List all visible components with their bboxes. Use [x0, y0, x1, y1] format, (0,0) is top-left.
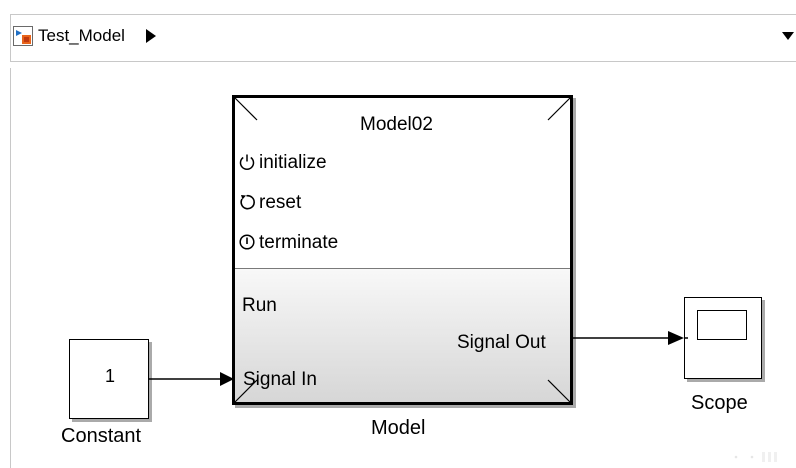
model-reference-block[interactable]: Model02 initialize reset terminate Run S… — [232, 95, 573, 405]
breadcrumb-model-name[interactable]: Test_Model — [38, 26, 125, 45]
signal-in-port-label: Signal In — [243, 369, 317, 390]
scope-block[interactable] — [684, 297, 762, 379]
model-block-title: Model02 — [360, 114, 433, 135]
breadcrumb-arrow-icon[interactable] — [144, 28, 158, 44]
function-initialize-label: initialize — [259, 152, 327, 173]
constant-block[interactable]: 1 — [69, 339, 149, 419]
simulink-model-icon[interactable] — [13, 26, 33, 46]
breadcrumb-bar: Test_Model — [10, 14, 796, 62]
function-reset-label: reset — [259, 192, 302, 213]
scope-block-name[interactable]: Scope — [691, 392, 748, 414]
constant-block-name[interactable]: Constant — [61, 425, 142, 447]
run-port-label: Run — [242, 295, 277, 316]
model-block-port-area — [235, 268, 570, 402]
scope-screen-icon — [697, 310, 747, 340]
model-block-name[interactable]: Model — [371, 417, 426, 439]
reset-icon — [240, 194, 255, 210]
function-terminate-label: terminate — [259, 232, 339, 253]
terminate-icon — [239, 234, 255, 250]
chevron-down-icon[interactable] — [782, 31, 794, 41]
power-icon — [239, 154, 255, 171]
canvas-resize-grip[interactable] — [728, 450, 788, 464]
signal-out-port-label: Signal Out — [457, 332, 546, 353]
constant-value: 1 — [105, 366, 116, 386]
